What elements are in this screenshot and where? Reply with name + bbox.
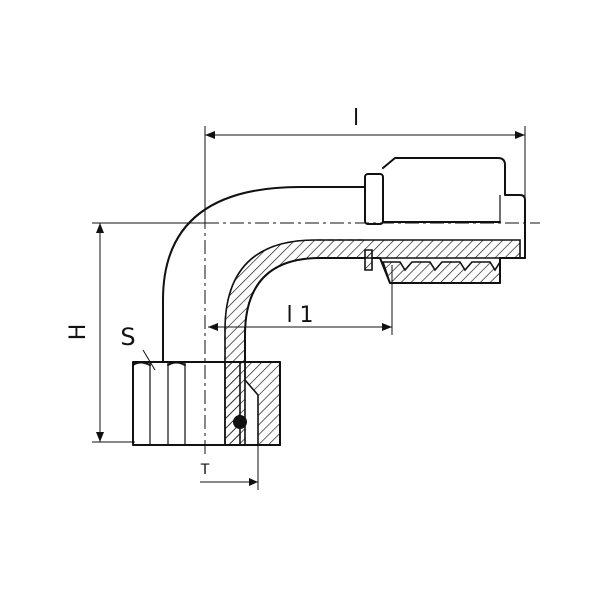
arrowhead-left-icon xyxy=(208,323,218,331)
arrowhead-right-icon xyxy=(382,323,392,331)
arrowhead-left-icon xyxy=(205,131,215,139)
dimension-h: H xyxy=(66,222,212,443)
dimension-s: S xyxy=(120,323,156,371)
ferrule-section xyxy=(364,221,526,284)
arrowhead-up-icon xyxy=(96,223,104,233)
hose-ferrule xyxy=(364,157,526,225)
label-s: S xyxy=(120,323,135,351)
label-l1: l 1 xyxy=(286,303,313,328)
dimension-t: T xyxy=(200,440,259,490)
label-t: T xyxy=(200,462,210,478)
arrowhead-down-icon xyxy=(96,432,104,442)
arrowhead-right-icon xyxy=(515,131,525,139)
o-ring-icon xyxy=(233,415,247,429)
swivel-nut xyxy=(132,361,281,446)
arrowhead-right-icon xyxy=(249,478,258,486)
tube-section-hatch xyxy=(224,239,521,446)
label-h: H xyxy=(66,324,91,341)
label-l: l xyxy=(353,106,359,131)
